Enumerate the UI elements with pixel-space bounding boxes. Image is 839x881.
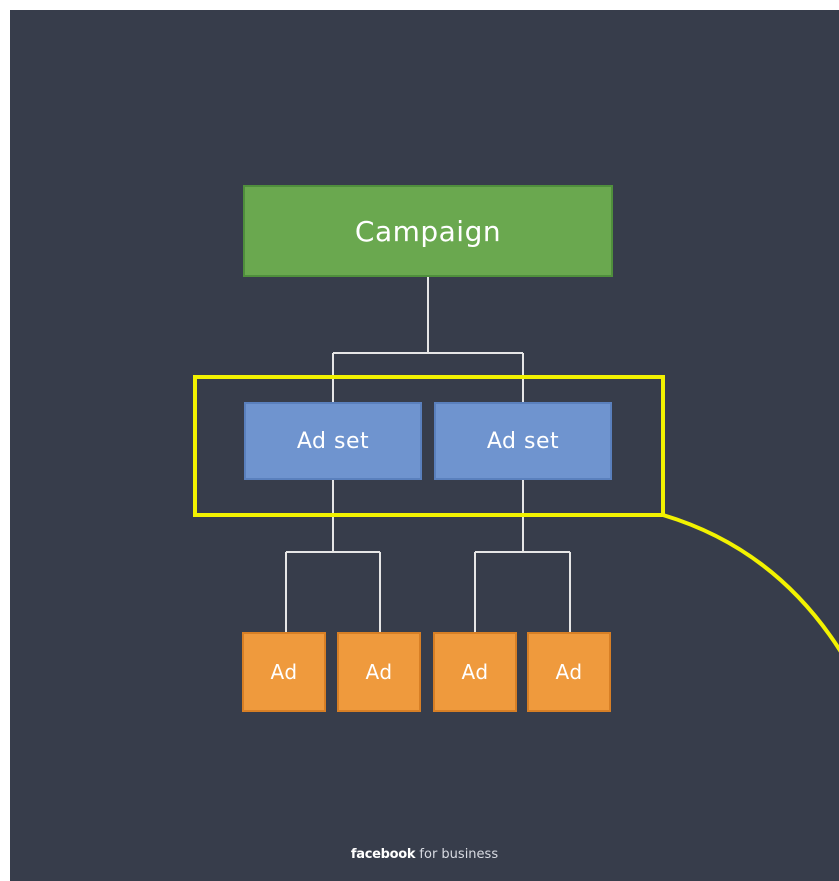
highlight-box bbox=[193, 375, 665, 517]
ad-label-2: Ad bbox=[365, 660, 393, 684]
footer-logo: facebook for business bbox=[10, 847, 839, 862]
ad-box-2: Ad bbox=[337, 632, 421, 712]
ad-set-label-2: Ad set bbox=[486, 428, 560, 454]
connector-campaign-adsets bbox=[332, 277, 524, 402]
ad-label-3: Ad bbox=[461, 660, 489, 684]
connector-adset-1-ads bbox=[285, 480, 381, 632]
ad-set-box-2: Ad set bbox=[434, 402, 612, 480]
ad-box-1: Ad bbox=[242, 632, 326, 712]
campaign-label: Campaign bbox=[354, 214, 502, 248]
ad-label-1: Ad bbox=[270, 660, 298, 684]
ad-set-label-1: Ad set bbox=[296, 428, 370, 454]
ad-box-3: Ad bbox=[433, 632, 517, 712]
campaign-box: Campaign bbox=[243, 185, 613, 277]
connector-adset-2-ads bbox=[474, 480, 571, 632]
callout-curve bbox=[662, 513, 839, 653]
ad-box-4: Ad bbox=[527, 632, 611, 712]
footer-suffix: for business bbox=[419, 847, 499, 862]
footer-brand: facebook bbox=[350, 847, 416, 862]
ad-set-box-1: Ad set bbox=[244, 402, 422, 480]
hierarchy-connectors bbox=[193, 277, 839, 653]
diagram-canvas: Campaign Ad set Ad set Ad Ad Ad Ad faceb… bbox=[10, 10, 839, 881]
ad-label-4: Ad bbox=[555, 660, 583, 684]
